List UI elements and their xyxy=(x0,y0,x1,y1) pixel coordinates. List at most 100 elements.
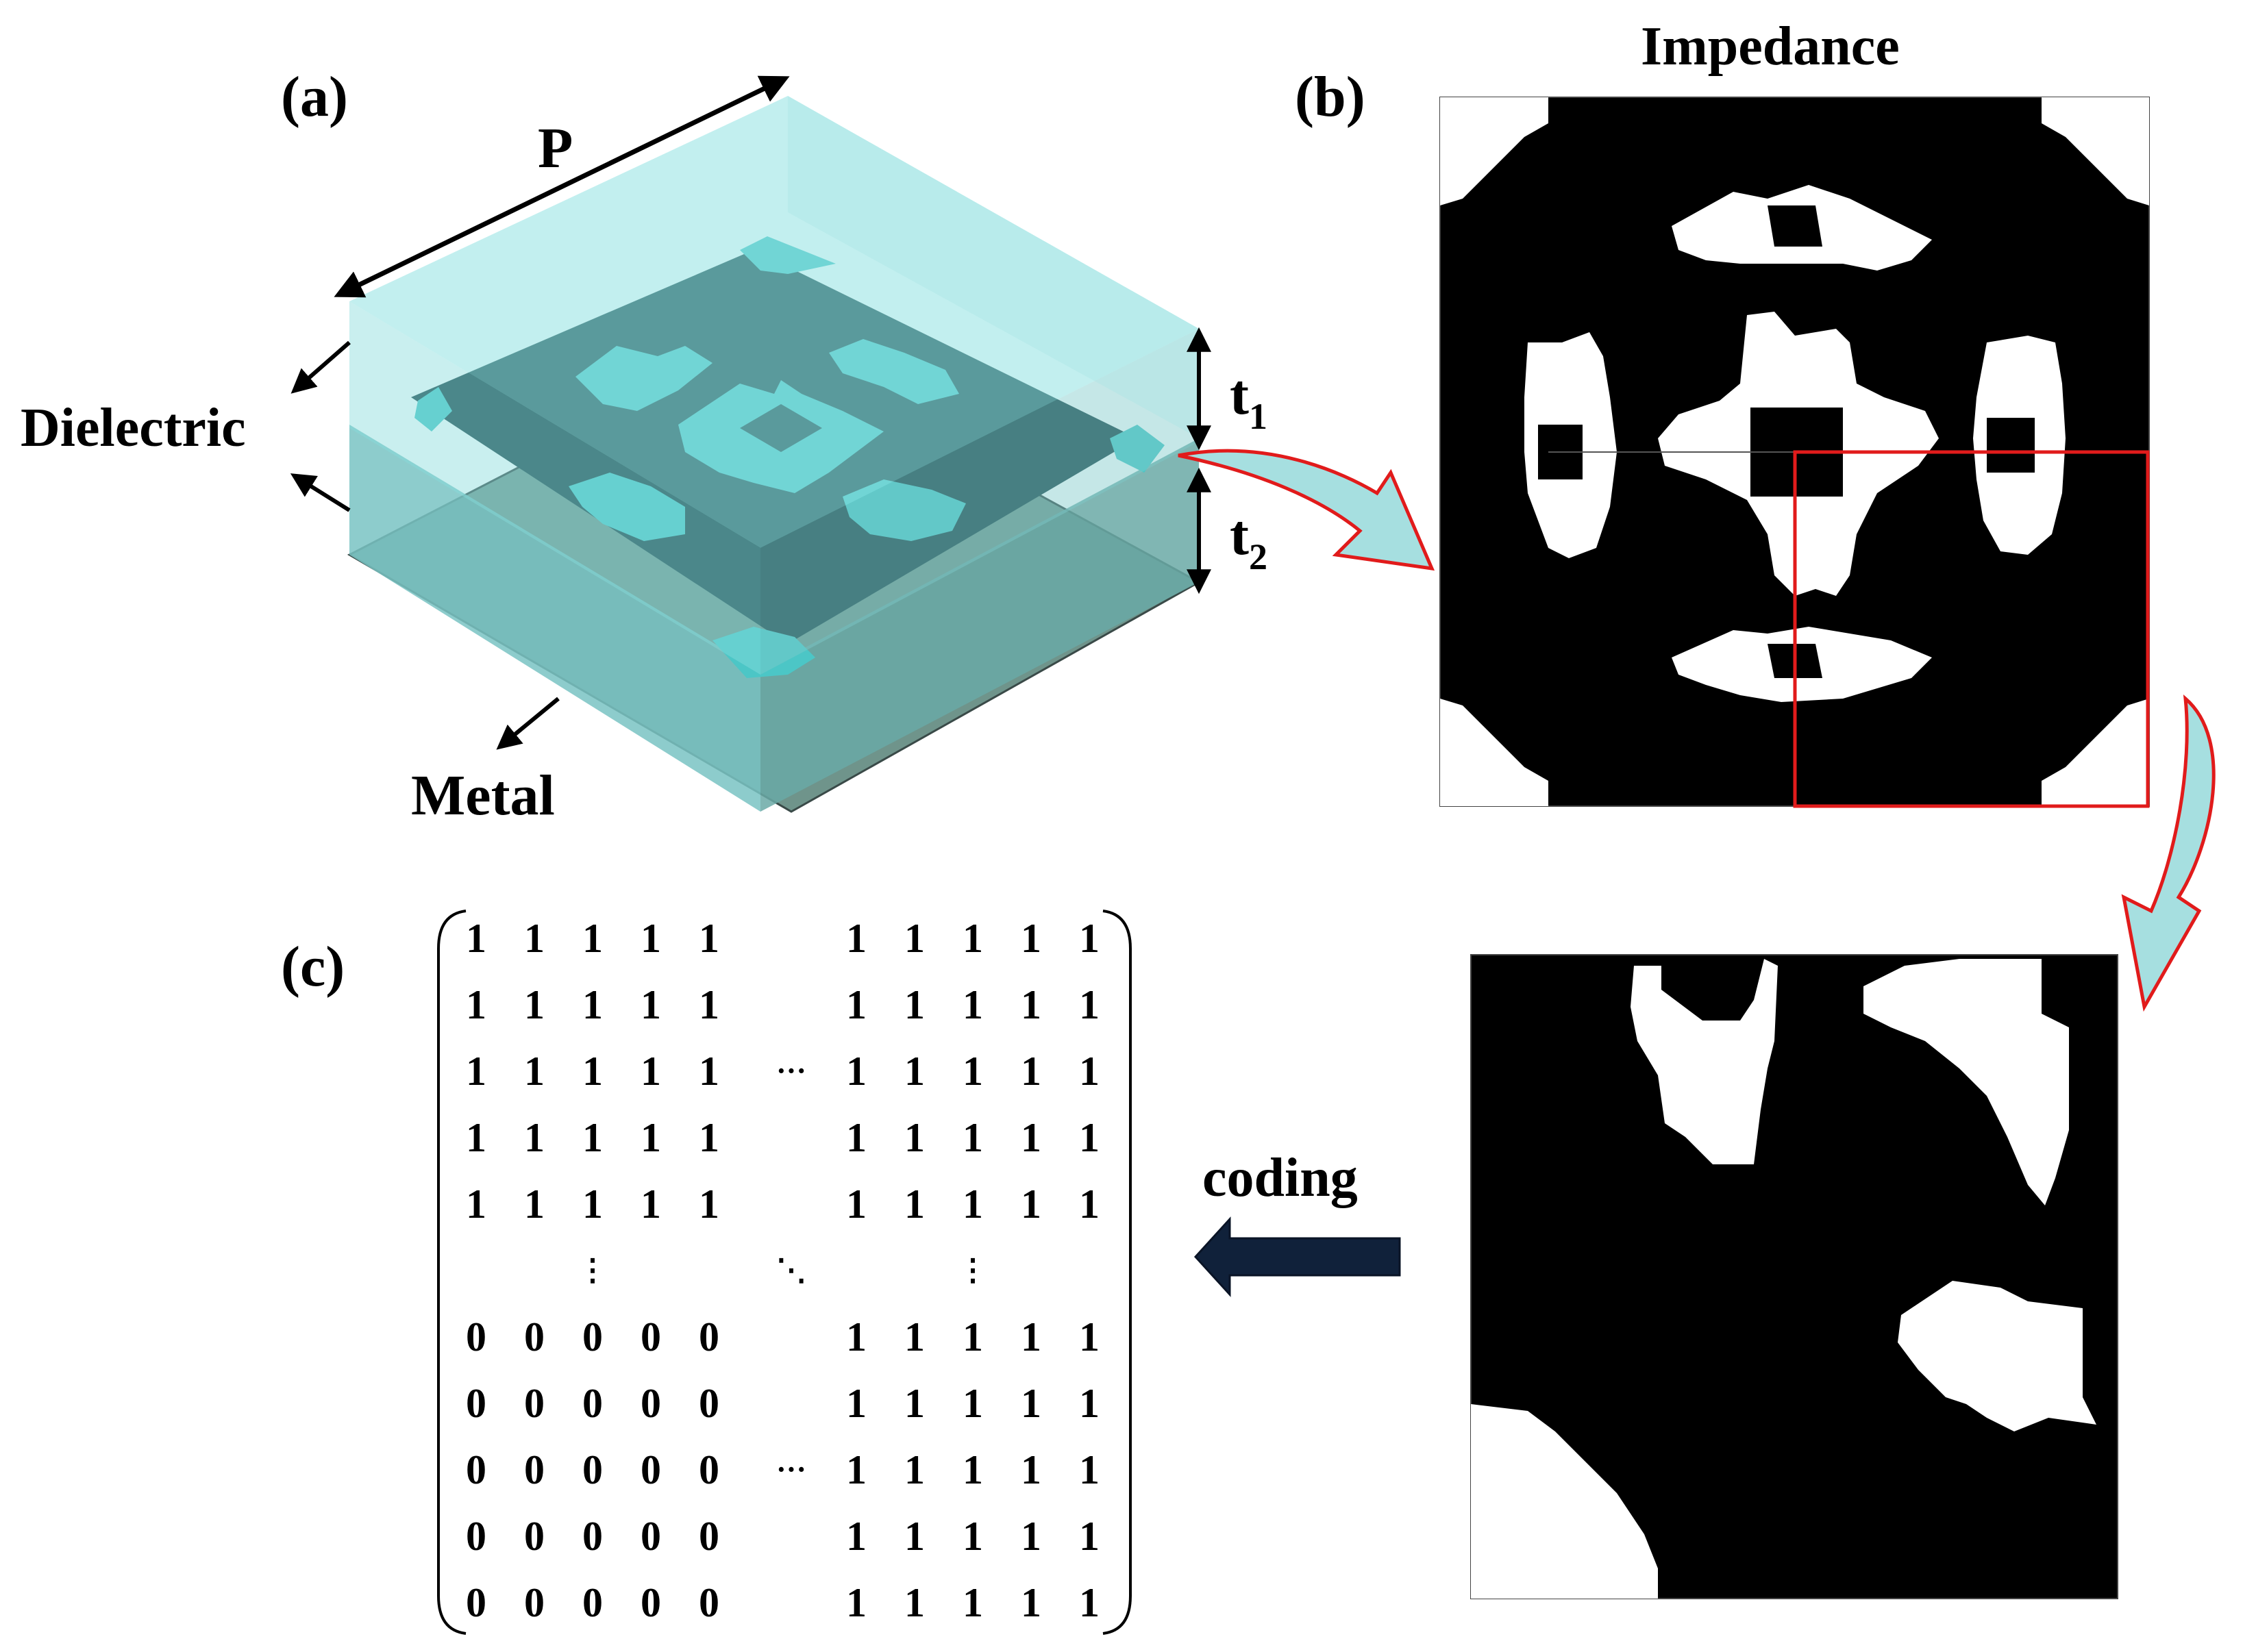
matrix-cell: 0 xyxy=(582,1447,603,1492)
matrix-cell: 0 xyxy=(524,1580,545,1625)
matrix-cell: 1 xyxy=(1079,1181,1100,1227)
t1-label: t1 xyxy=(1230,363,1267,436)
impedance-pattern xyxy=(1439,97,2150,808)
matrix-cell: 0 xyxy=(699,1447,719,1492)
matrix-cell: 1 xyxy=(963,1314,983,1360)
matrix-right-bracket xyxy=(1102,910,1132,1635)
matrix-cell: 1 xyxy=(466,982,486,1027)
matrix-cell: 1 xyxy=(904,1514,925,1559)
matrix-cell: ⋱ xyxy=(776,1253,806,1287)
matrix-cell: 1 xyxy=(582,1181,603,1227)
matrix-cell: 1 xyxy=(1079,982,1100,1027)
zoomed-impedance-pattern xyxy=(1470,954,2118,1599)
matrix-cell: 1 xyxy=(1079,1514,1100,1559)
dielectric-pointer-upper xyxy=(290,340,351,394)
matrix-cell: 0 xyxy=(582,1514,603,1559)
matrix-cell: 1 xyxy=(963,1181,983,1227)
matrix-left-bracket xyxy=(437,910,467,1635)
matrix-cell: 0 xyxy=(466,1314,486,1360)
matrix-cell: 1 xyxy=(582,1115,603,1160)
matrix-cell: 1 xyxy=(904,1580,925,1625)
matrix-cell: 1 xyxy=(904,982,925,1027)
t2-subscript: 2 xyxy=(1248,536,1267,577)
matrix-cell: 1 xyxy=(1021,1580,1041,1625)
matrix-cell: 1 xyxy=(846,1514,867,1559)
matrix-cell: 1 xyxy=(582,916,603,961)
matrix-cell: 1 xyxy=(524,982,545,1027)
period-label: P xyxy=(538,116,573,180)
matrix-cell: 1 xyxy=(466,1181,486,1227)
matrix-cell: 1 xyxy=(466,1049,486,1094)
matrix-cell: 1 xyxy=(1021,982,1041,1027)
matrix-cell: ⋮ xyxy=(958,1253,988,1287)
matrix-cell: 1 xyxy=(582,982,603,1027)
matrix-cell: 1 xyxy=(466,916,486,961)
matrix-cell: ⋮ xyxy=(578,1253,608,1287)
matrix-cell: 1 xyxy=(1021,1049,1041,1094)
matrix-cell: 1 xyxy=(846,1049,867,1094)
matrix-cell: 0 xyxy=(641,1381,661,1426)
matrix-cell: 1 xyxy=(699,1049,719,1094)
matrix-cell: 1 xyxy=(904,1049,925,1094)
matrix-cell: 1 xyxy=(524,916,545,961)
coding-label: coding xyxy=(1202,1148,1358,1208)
matrix-cell: 1 xyxy=(1079,916,1100,961)
matrix-cell: 0 xyxy=(582,1580,603,1625)
matrix-cell: 1 xyxy=(846,1181,867,1227)
matrix-cell: 1 xyxy=(904,916,925,961)
matrix-cell: 1 xyxy=(641,1049,661,1094)
matrix-cell: 1 xyxy=(641,1181,661,1227)
matrix-cell: 1 xyxy=(963,1580,983,1625)
matrix-cell: 1 xyxy=(1021,1115,1041,1160)
matrix-cell: 1 xyxy=(846,916,867,961)
matrix-cell: 1 xyxy=(846,982,867,1027)
matrix-cell: 0 xyxy=(524,1447,545,1492)
matrix-cell: 0 xyxy=(699,1314,719,1360)
metal-label: Metal xyxy=(411,764,555,827)
dielectric-pointer-lower xyxy=(290,473,351,512)
t1-base: t xyxy=(1230,363,1249,427)
transfer-arrow-b-to-zoom xyxy=(2121,694,2216,1012)
matrix-cell: 0 xyxy=(466,1381,486,1426)
matrix-cell: 1 xyxy=(846,1381,867,1426)
matrix-cell: 1 xyxy=(904,1115,925,1160)
panel-b-label: (b) xyxy=(1295,65,1365,129)
matrix-cell: ··· xyxy=(776,1453,807,1486)
matrix-cell: 0 xyxy=(699,1514,719,1559)
upper-dielectric-left-face xyxy=(349,301,760,675)
matrix-cell: 1 xyxy=(963,1381,983,1426)
matrix-cell: 1 xyxy=(524,1115,545,1160)
matrix-cell: 0 xyxy=(641,1514,661,1559)
matrix-cell: 1 xyxy=(1079,1314,1100,1360)
matrix-cell: 1 xyxy=(1021,1514,1041,1559)
matrix-cell: 1 xyxy=(963,916,983,961)
upper-dielectric-back-face xyxy=(788,96,1199,438)
metal-pointer xyxy=(496,697,560,750)
matrix-cell: 0 xyxy=(641,1580,661,1625)
matrix-cell: 0 xyxy=(466,1447,486,1492)
matrix-cell: 0 xyxy=(524,1514,545,1559)
matrix-cell: 1 xyxy=(1079,1447,1100,1492)
matrix-cell: 1 xyxy=(846,1314,867,1360)
matrix-cell: 1 xyxy=(1079,1381,1100,1426)
matrix-cell: 1 xyxy=(1079,1115,1100,1160)
matrix-cell: 1 xyxy=(1021,1181,1041,1227)
matrix-cell: 1 xyxy=(904,1447,925,1492)
matrix-cell: 1 xyxy=(699,916,719,961)
t1-subscript: 1 xyxy=(1248,396,1267,437)
matrix-cell: 1 xyxy=(963,982,983,1027)
matrix-cell: 0 xyxy=(699,1381,719,1426)
matrix-cell: 0 xyxy=(466,1580,486,1625)
matrix-cell: 0 xyxy=(582,1381,603,1426)
lower-dielectric-right-face xyxy=(760,438,1199,812)
matrix-cell: 1 xyxy=(904,1181,925,1227)
matrix-cell: 1 xyxy=(1021,1447,1041,1492)
matrix-cell: 1 xyxy=(1079,1049,1100,1094)
dielectric-label: Dielectric xyxy=(21,398,246,458)
upper-dielectric-right-face xyxy=(760,329,1199,675)
matrix-cell: 0 xyxy=(641,1314,661,1360)
matrix-cell: 0 xyxy=(582,1314,603,1360)
t2-base: t xyxy=(1230,503,1249,567)
